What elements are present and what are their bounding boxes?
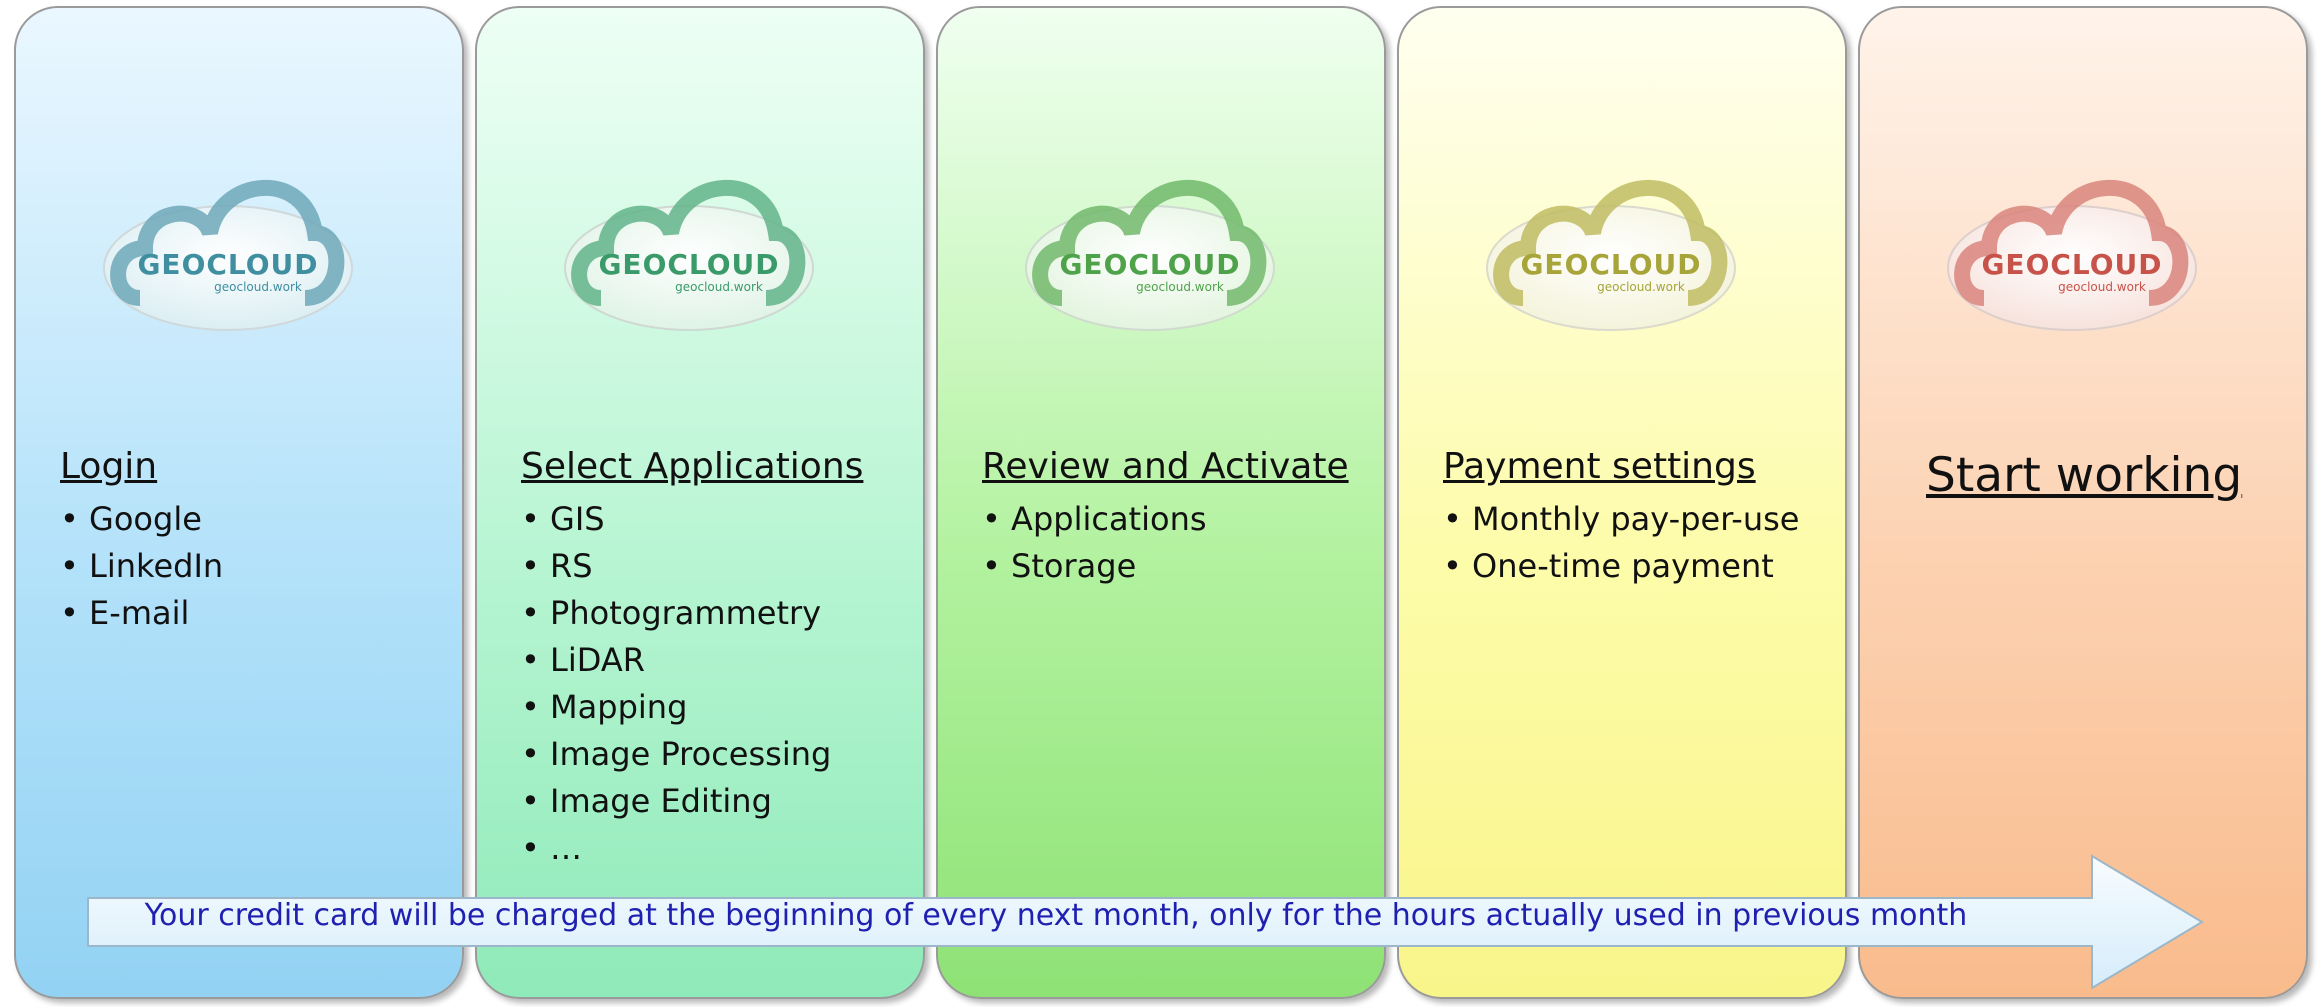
step-panel-select-applications: GEOCLOUD geocloud.work Select Applicatio…: [475, 6, 925, 999]
step-panel-start-working: GEOCLOUD geocloud.work Start working: [1858, 6, 2308, 999]
list-item: Image Processing: [521, 731, 831, 778]
logo-text: GEOCLOUD: [137, 248, 319, 281]
list-item: Google: [60, 496, 223, 543]
list-item: One-time payment: [1443, 543, 1799, 590]
logo-subtext: geocloud.work: [1597, 280, 1685, 294]
geocloud-logo: GEOCLOUD geocloud.work: [100, 148, 356, 332]
geocloud-logo: GEOCLOUD geocloud.work: [561, 148, 817, 332]
cloud-icon: [1486, 179, 1736, 331]
step-panel-review-and-activate: GEOCLOUD geocloud.work Review and Activa…: [936, 6, 1386, 999]
step-heading: Payment settings: [1443, 446, 1756, 487]
cloud-icon: [1025, 179, 1275, 331]
logo-subtext: geocloud.work: [2058, 280, 2146, 294]
list-item: Photogrammetry: [521, 590, 831, 637]
geocloud-logo: GEOCLOUD geocloud.work: [1944, 148, 2200, 332]
step-items: Monthly pay-per-use One-time payment: [1443, 496, 1799, 590]
geocloud-logo: GEOCLOUD geocloud.work: [1483, 148, 1739, 332]
list-item: Mapping: [521, 684, 831, 731]
step-heading: Select Applications: [521, 446, 864, 487]
list-item: Image Editing: [521, 778, 831, 825]
list-item: LinkedIn: [60, 543, 223, 590]
step-items: GIS RS Photogrammetry LiDAR Mapping Imag…: [521, 496, 831, 872]
cloud-icon: [103, 179, 353, 331]
list-item: …: [521, 825, 831, 872]
step-panel-payment-settings: GEOCLOUD geocloud.work Payment settings …: [1397, 6, 1847, 999]
right-arrow-icon: [87, 854, 2204, 990]
list-item: GIS: [521, 496, 831, 543]
cloud-icon: [1947, 179, 2197, 331]
list-item: Monthly pay-per-use: [1443, 496, 1799, 543]
logo-text: GEOCLOUD: [1520, 248, 1702, 281]
logo-text: GEOCLOUD: [598, 248, 780, 281]
list-item: Storage: [982, 543, 1207, 590]
geocloud-logo: GEOCLOUD geocloud.work: [1022, 148, 1278, 332]
billing-note: Your credit card will be charged at the …: [144, 898, 1968, 933]
logo-subtext: geocloud.work: [214, 280, 302, 294]
step-items: Applications Storage: [982, 496, 1207, 590]
list-item: LiDAR: [521, 637, 831, 684]
logo-subtext: geocloud.work: [675, 280, 763, 294]
step-heading: Review and Activate: [982, 446, 1349, 487]
list-item: Applications: [982, 496, 1206, 543]
logo-text: GEOCLOUD: [1981, 248, 2163, 281]
list-item: RS: [521, 543, 831, 590]
logo-text: GEOCLOUD: [1059, 248, 1241, 281]
step-heading: Start working: [1926, 448, 2243, 503]
step-items: Google LinkedIn E-mail: [60, 496, 223, 637]
list-item: E-mail: [60, 590, 223, 637]
step-panel-login: GEOCLOUD geocloud.work Login Google Link…: [14, 6, 464, 999]
logo-subtext: geocloud.work: [1136, 280, 1224, 294]
cloud-icon: [564, 179, 814, 331]
step-heading: Login: [60, 446, 158, 487]
